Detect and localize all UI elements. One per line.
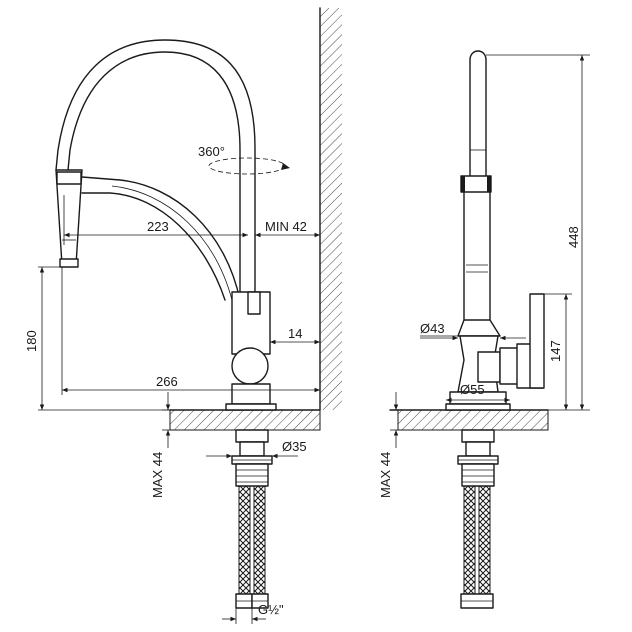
dimension-total-height [486, 54, 590, 411]
dimension-spout-height [38, 266, 170, 411]
side-view: 448 147 Ø43 Ø55 [378, 50, 590, 609]
lever-knob [231, 347, 269, 385]
countertop-front [169, 409, 321, 431]
braided-hoses-front [235, 485, 269, 609]
side-spray-head [460, 175, 492, 321]
spray-head [55, 169, 83, 268]
body-offset-label: 14 [288, 326, 302, 341]
neck-diameter-label: Ø43 [420, 321, 445, 336]
total-reach-label: 266 [156, 374, 178, 389]
wall-clearance-label: MIN 42 [265, 219, 307, 234]
max-thickness-front-label: MAX 44 [150, 452, 165, 498]
dimension-neck-diameter [420, 335, 526, 341]
wall [319, 7, 342, 411]
mounting-shank-side [457, 429, 499, 487]
side-spout-tube [469, 50, 487, 177]
spout-height-label: 180 [24, 330, 39, 352]
shank-diameter-label: Ø35 [282, 439, 307, 454]
dimension-total-reach [61, 267, 320, 395]
gooseneck-spout [55, 39, 256, 301]
dimension-handle-height [544, 293, 572, 410]
base-diameter-label: Ø55 [460, 382, 485, 397]
hose-thread-label: G½" [258, 602, 284, 617]
countertop-side [389, 409, 549, 431]
front-view: 360° 223 MIN 42 180 14 266 [24, 7, 342, 624]
rotation-indicator [208, 157, 290, 175]
spout-reach-label: 223 [147, 219, 169, 234]
dimension-spout-reach [63, 195, 248, 245]
dimension-body-offset [269, 300, 320, 350]
side-body [445, 293, 545, 411]
max-thickness-side-label: MAX 44 [378, 452, 393, 498]
rotation-label: 360° [198, 144, 225, 159]
dimension-hose-thread [222, 608, 266, 624]
faucet-body [225, 291, 277, 411]
dimension-max-thickness-front [162, 392, 175, 448]
dimension-max-thickness-side [390, 392, 402, 448]
mounting-shank-front [231, 429, 273, 487]
handle-height-label: 147 [548, 340, 563, 362]
total-height-label: 448 [566, 226, 581, 248]
holder-arm [81, 176, 241, 301]
braided-hose-side [460, 485, 494, 609]
